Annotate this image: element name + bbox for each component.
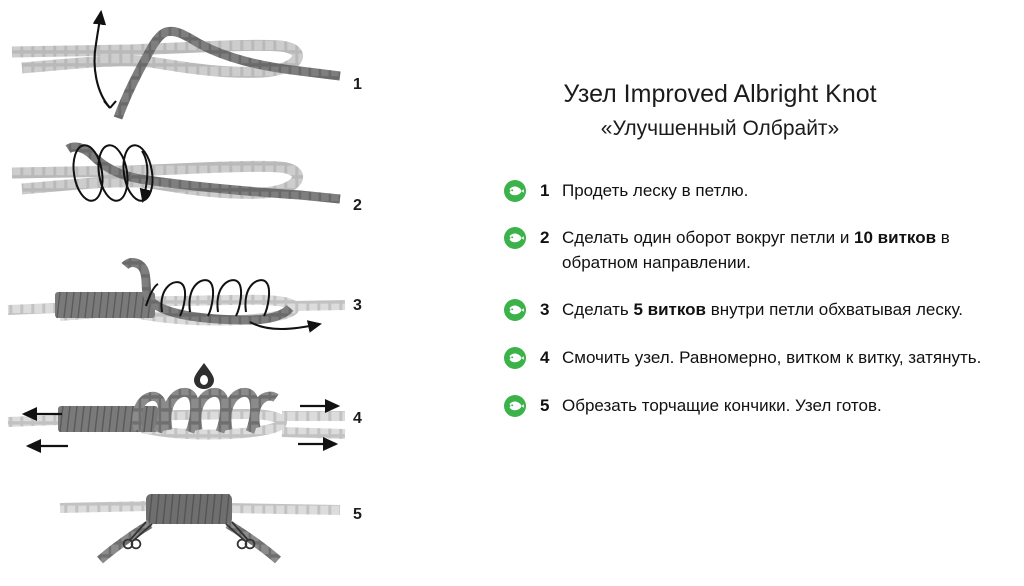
direction-arrow-up [92,9,111,109]
coil-wraps-3 [55,291,155,319]
fish-icon [503,226,527,250]
loop-wraps-3 [145,279,271,317]
scissors-icon-right [225,521,256,550]
step-text: Сделать один оборот вокруг петли и 10 ви… [562,228,950,272]
fish-icon [503,394,527,418]
step-number: 1 [540,181,550,200]
knot-figure-5-svg [59,493,341,564]
braid-line-light-4 [7,408,346,440]
step-text: Обрезать торчащие кончики. Узел готов. [562,396,882,415]
knot-figure-3: 3 [0,250,400,360]
title-block: Узел Improved Albright Knot «Улучшенный … [430,78,1010,142]
tension-arrows-4 [21,398,341,454]
loop-wraps-4 [132,387,279,434]
mono-line-dark-3 [121,258,294,325]
step-text: Сделать 5 витков внутри петли обхватывая… [562,300,964,319]
list-item: 2 Сделать один оборот вокруг петли и 10 … [503,225,1023,275]
step-number: 3 [540,300,550,319]
arrow-tail-1 [103,100,117,109]
scissors-icon-left [122,521,153,550]
fish-icon [503,298,527,322]
knot-figure-1: 1 [0,0,400,120]
direction-arrow-down-2 [139,150,153,203]
knot-figure-2-svg [11,142,341,204]
fish-icon [503,179,527,203]
knot-figure-4: 4 [0,358,400,473]
page-title: Узел Improved Albright Knot [563,80,877,108]
coil-wraps-4 [58,405,158,433]
knot-figure-3-svg [7,258,346,333]
knot-figure-1-svg [11,9,341,120]
fish-icon [503,346,527,370]
braid-line-light-5 [59,501,341,515]
direction-arrow-right-3 [249,320,322,333]
step-number: 5 [540,396,550,415]
knot-figure-2: 2 [0,125,400,240]
steps-list: 1 Продеть леску в петлю. 2 [503,178,1023,432]
step-number: 2 [540,228,550,247]
list-item: 3 Сделать 5 витков внутри петли обхватыв… [503,297,1023,323]
tag-ends-5 [97,520,281,564]
mono-line-dark [113,26,341,120]
braid-line-light [11,39,303,78]
water-droplet-icon [194,363,214,389]
figure-number-4: 4 [353,410,362,427]
list-item: 5 Обрезать торчащие кончики. Узел готов. [503,393,1023,419]
step-text: Продеть леску в петлю. [562,181,749,200]
finished-knot-body-5 [146,493,232,525]
list-item: 4 Смочить узел. Равномерно, витком к вит… [503,345,1023,371]
knot-figure-4-svg [7,363,346,454]
figure-number-1: 1 [353,76,362,93]
instructions-panel: Узел Improved Albright Knot «Улучшенный … [430,0,1024,581]
knot-figure-5: 5 [0,478,400,581]
step-number: 4 [540,348,550,367]
mono-line-dark-2 [65,142,341,204]
figure-number-3: 3 [353,297,362,314]
knot-diagram-column: 1 [0,0,400,581]
page-subtitle: «Улучшенный Олбрайт» [600,117,840,140]
figure-number-5: 5 [353,506,362,523]
figure-number-2: 2 [353,197,362,214]
list-item: 1 Продеть леску в петлю. [503,178,1023,204]
step-text: Смочить узел. Равномерно, витком к витку… [562,348,982,367]
